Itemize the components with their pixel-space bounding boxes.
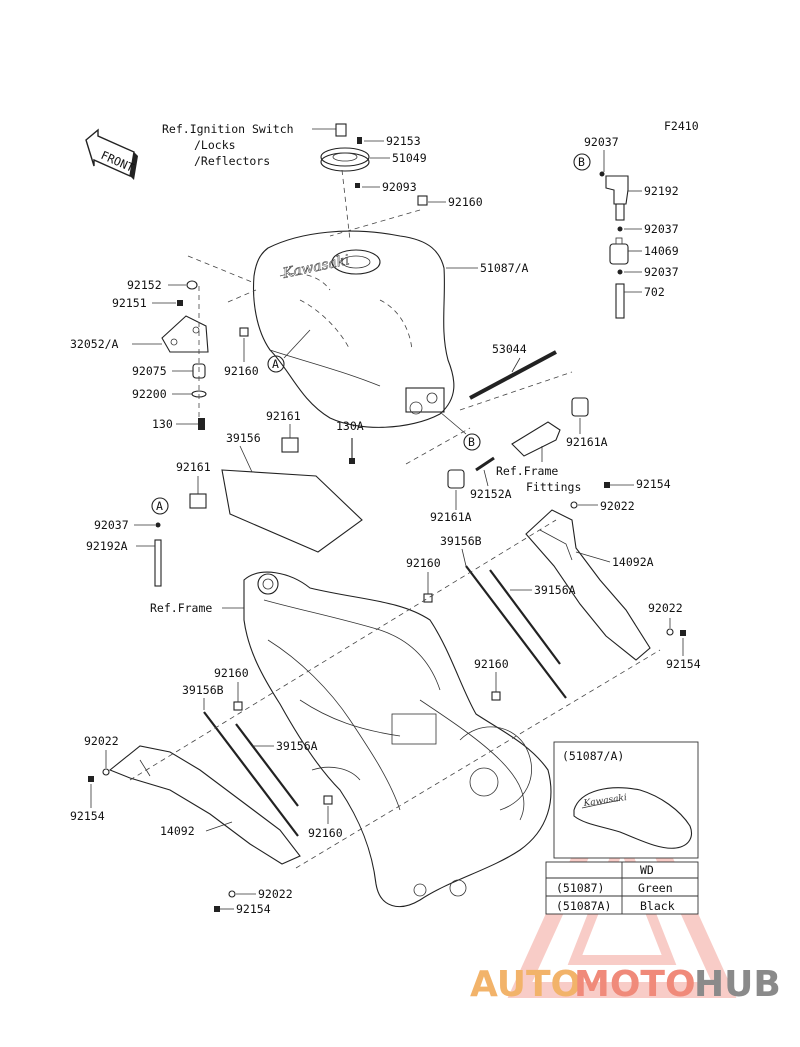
marker-a-circle-left	[151, 497, 169, 515]
part-92152: 92152	[127, 278, 162, 292]
part-92153: 92153	[386, 134, 421, 148]
part-130a: 130A	[336, 419, 364, 433]
part-92022-left: 92022	[84, 734, 119, 748]
side-cover-14092	[108, 745, 301, 865]
svg-text:Kawasaki: Kawasaki	[281, 252, 351, 282]
part-92192: 92192	[644, 184, 679, 198]
part-92160-b: 92160	[308, 826, 343, 840]
part-51049: 51049	[392, 151, 427, 165]
part-92160-c2: 92160	[474, 657, 509, 671]
diagram-code: F2410	[664, 119, 699, 133]
part-39156b-left: 39156B	[182, 683, 224, 697]
part-92192a: 92192A	[86, 539, 128, 553]
part-92152a: 92152A	[470, 487, 512, 501]
watermark-moto: MOTO	[574, 964, 696, 1005]
part-92022-r2: 92022	[648, 601, 683, 615]
ref-frame-fittings-line2: Fittings	[526, 480, 581, 494]
part-92154-left: 92154	[70, 809, 105, 823]
part-39156a-right: 39156A	[534, 583, 576, 597]
part-92154-r2: 92154	[666, 657, 701, 671]
part-92160-left: 92160	[224, 364, 259, 378]
color-variant-inset: (51087/A) Kawasaki WD (51087) Green (510…	[545, 741, 699, 915]
watermark-auto: AUTO	[470, 964, 581, 1005]
part-92075: 92075	[132, 364, 167, 378]
watermark-hub: HUB	[694, 964, 781, 1005]
part-92037-low: 92037	[644, 265, 679, 279]
part-92160-c1: 92160	[406, 556, 441, 570]
motorcycle-frame	[243, 571, 552, 908]
rubber-sheet-39156	[221, 469, 363, 553]
part-39156b-top: 39156B	[440, 534, 482, 548]
part-39156a-left: 39156A	[276, 739, 318, 753]
ref-ignition-line2: /Locks	[194, 138, 236, 152]
part-92154-bottom: 92154	[236, 902, 271, 916]
part-14069: 14069	[644, 244, 679, 258]
marker-a-left: A	[156, 499, 163, 513]
ref-ignition-line1: Ref.Ignition Switch	[162, 122, 294, 136]
fuel-tank: Kawasaki	[253, 230, 455, 428]
part-92151: 92151	[112, 296, 147, 310]
inset-row2-color: Black	[640, 899, 675, 913]
part-14092a: 14092A	[612, 555, 654, 569]
part-92037-mid: 92037	[644, 222, 679, 236]
part-92037-left: 92037	[94, 518, 129, 532]
part-32052a: 32052/A	[70, 337, 119, 351]
part-92200: 92200	[132, 387, 167, 401]
part-53044: 53044	[492, 342, 527, 356]
part-92161a-right: 92161A	[566, 435, 608, 449]
part-92161-a: 92161	[266, 409, 301, 423]
part-92154-r1: 92154	[636, 477, 671, 491]
marker-b-tank: B	[468, 435, 475, 449]
part-51087a: 51087/A	[480, 261, 529, 275]
part-92093: 92093	[382, 180, 417, 194]
inset-title: (51087/A)	[562, 749, 624, 763]
part-92160-l2: 92160	[214, 666, 249, 680]
part-39156: 39156	[226, 431, 261, 445]
marker-b-circle-tank	[463, 433, 481, 451]
frame-fitting-bracket	[511, 421, 561, 457]
part-92160-top: 92160	[448, 195, 483, 209]
ref-frame: Ref.Frame	[150, 601, 212, 615]
hose-92192	[605, 175, 629, 205]
part-92037-top: 92037	[584, 135, 619, 149]
inset-row1-part: (51087)	[556, 881, 604, 895]
pad-92161-upper	[281, 437, 299, 453]
part-702: 702	[644, 285, 665, 299]
filter-14069	[609, 243, 629, 265]
part-92161a-mid: 92161A	[430, 510, 472, 524]
watermark-text: AUTO MOTO HUB	[470, 964, 781, 1005]
front-direction-arrow: FRONT	[85, 128, 138, 180]
part-92161-b: 92161	[176, 460, 211, 474]
part-130: 130	[152, 417, 173, 431]
left-bracket-group	[161, 280, 209, 430]
pad-92161-lower	[189, 493, 207, 509]
marker-a-tank: A	[272, 357, 279, 371]
marker-a-circle	[267, 355, 285, 373]
ref-frame-fittings-line1: Ref.Frame	[496, 464, 558, 478]
inset-row1-color: Green	[638, 881, 673, 895]
part-92022-r1: 92022	[600, 499, 635, 513]
side-cover-14092a	[525, 509, 651, 661]
part-14092: 14092	[160, 824, 195, 838]
inset-row2-part: (51087A)	[556, 899, 611, 913]
fuel-cap-group	[320, 123, 370, 241]
ref-ignition-line3: /Reflectors	[194, 154, 270, 168]
part-92022-bottom: 92022	[258, 887, 293, 901]
inset-header-wd: WD	[640, 863, 654, 877]
marker-b-hose: B	[578, 155, 585, 169]
marker-b-circle-hose	[573, 153, 591, 171]
